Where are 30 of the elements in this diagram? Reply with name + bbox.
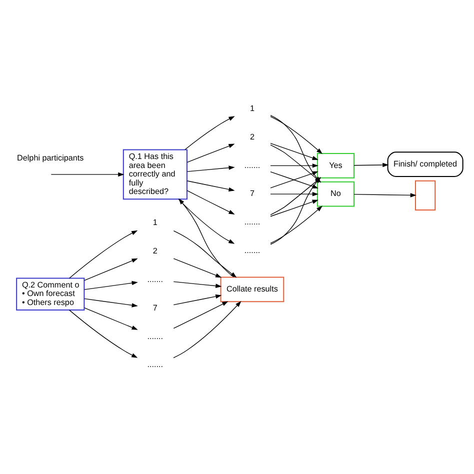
arrow (50, 172, 124, 177)
arrow (173, 281, 222, 288)
arrow (84, 308, 138, 330)
arrow (178, 199, 235, 244)
arrow (186, 144, 235, 163)
arrow (173, 301, 242, 358)
arrow (84, 280, 138, 290)
arrow (184, 116, 235, 150)
arrow (173, 294, 222, 306)
arrow (186, 190, 235, 214)
arrow (270, 164, 318, 168)
arrow (173, 230, 237, 278)
arrow (84, 258, 138, 281)
arrow (354, 193, 416, 198)
arrow (270, 143, 318, 160)
arrow (68, 230, 138, 279)
arrow (270, 192, 318, 196)
arrow (173, 301, 228, 329)
arrow (186, 166, 235, 172)
arrow (68, 310, 138, 358)
arrow (270, 200, 318, 217)
arrow (186, 180, 235, 192)
arrow (270, 206, 323, 244)
arrow (178, 198, 234, 278)
node-box (414, 180, 436, 210)
arrow (270, 116, 323, 154)
arrow (173, 258, 222, 278)
arrow (354, 162, 389, 168)
arrow (270, 171, 318, 188)
arrow (84, 298, 138, 308)
